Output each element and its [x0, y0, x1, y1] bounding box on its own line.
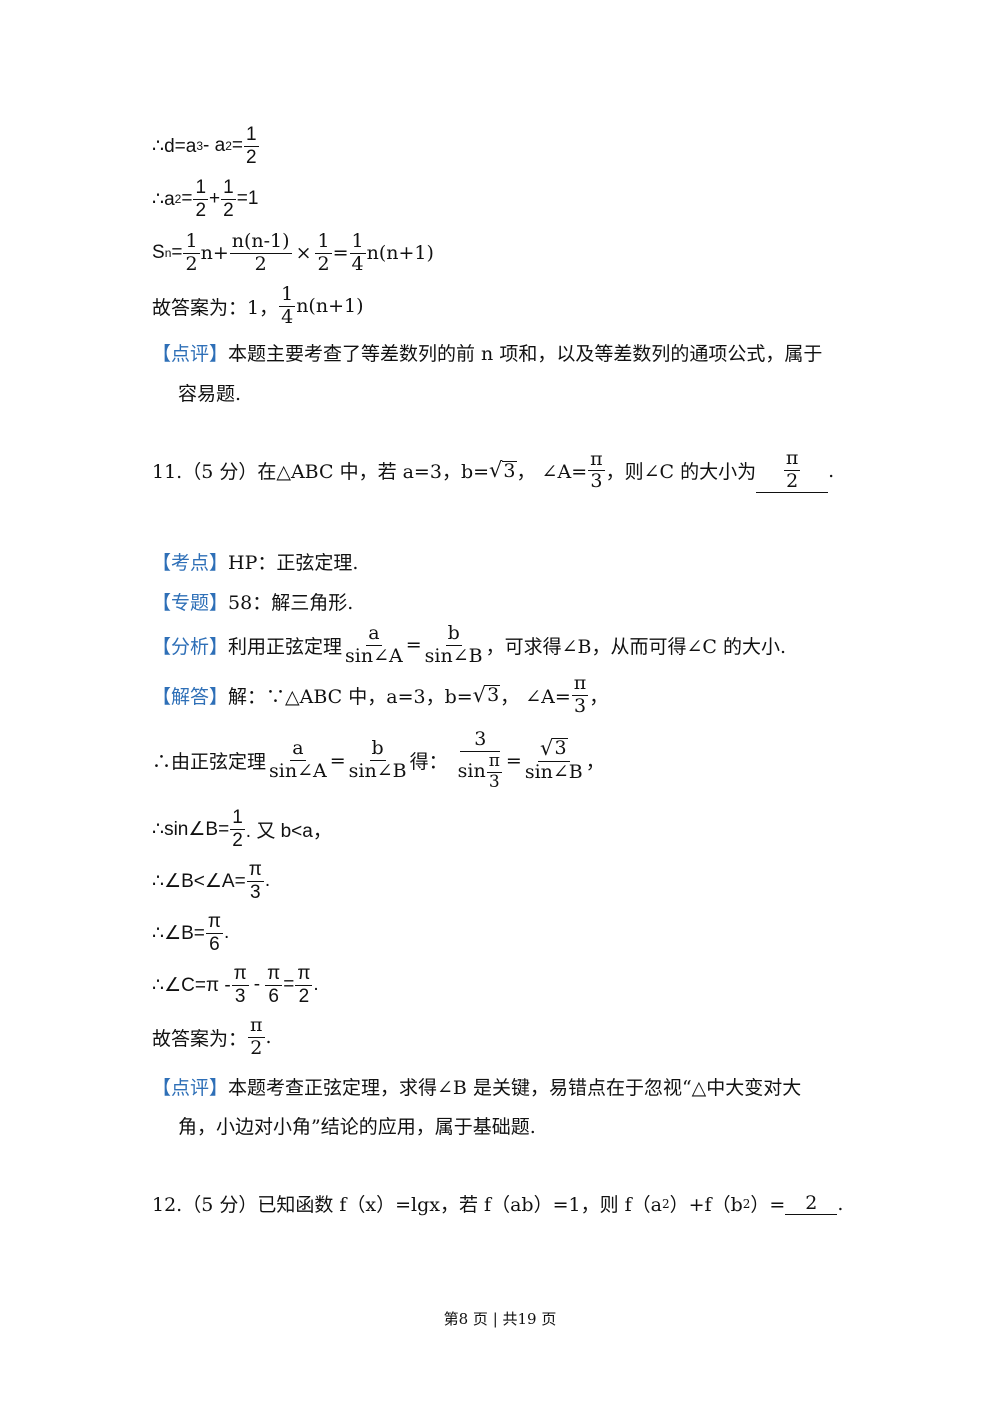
- fraction: n(n-1)2: [229, 230, 292, 275]
- comment-q11: 【点评】本题考查正弦定理，求得∠B 是关键，易错点在于忽视“△中大变对大: [152, 1077, 802, 1099]
- answer-blank: 2: [785, 1192, 838, 1215]
- fraction: √3 sin∠B: [524, 736, 583, 784]
- comment-q10-cont: 容易题.: [178, 383, 242, 405]
- comment-q11-cont: 角，小边对小角”结论的应用，属于基础题.: [178, 1116, 536, 1138]
- zhuanti: 【专题】58：解三角形.: [152, 592, 354, 614]
- sqrt: √3: [489, 458, 517, 483]
- kaodian: 【考点】HP：正弦定理.: [152, 552, 359, 574]
- sqrt: √3: [472, 682, 501, 707]
- page-footer: 第8 页 | 共19 页: [443, 1310, 557, 1328]
- comment-q10: 【点评】本题主要考查了等差数列的前 n 项和，以及等差数列的通项公式，属于: [152, 343, 823, 365]
